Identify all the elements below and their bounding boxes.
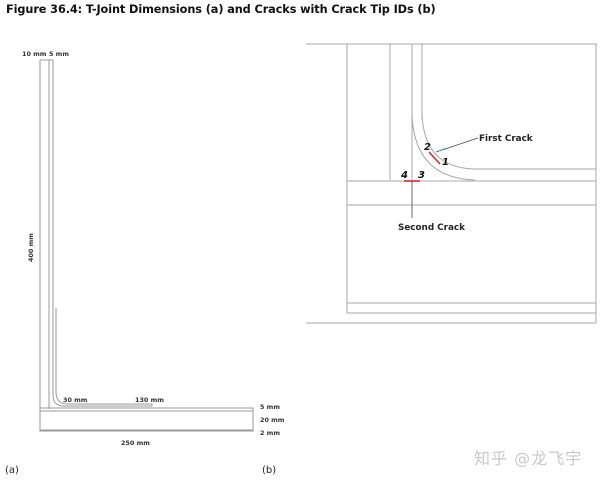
panel-b-label: (b) [262, 465, 277, 476]
dim-flange-attach: 5 mm [49, 50, 69, 58]
dim-foot-length: 130 mm [135, 396, 164, 404]
dim-fillet-radius: 30 mm [63, 396, 88, 404]
panel-a-label: (a) [5, 465, 19, 476]
first-crack-leader [435, 137, 479, 153]
dimension-labels: 10 mm 5 mm 400 mm 30 mm 130 mm 5 mm 20 m… [22, 50, 285, 447]
first-crack-line [428, 151, 441, 165]
t-joint-dimension-drawing [39, 59, 254, 432]
crack-tip-3: 3 [418, 170, 425, 181]
crack-detail-drawing [306, 43, 597, 324]
crack-tip-2: 2 [424, 142, 431, 153]
crack-tip-1: 1 [442, 157, 449, 168]
dim-width: 250 mm [121, 439, 150, 447]
figure-title: Figure 36.4: T-Joint Dimensions (a) and … [6, 3, 436, 16]
leader-lines [411, 137, 479, 218]
dim-height: 400 mm [27, 233, 35, 262]
crack-tip-4: 4 [400, 170, 408, 181]
first-crack-leader-tip [437, 147, 447, 152]
dim-bottom-layer: 2 mm [260, 429, 280, 437]
dim-web-thickness: 10 mm [22, 50, 47, 58]
second-crack-label: Second Crack [398, 223, 466, 233]
watermark: 知乎 @龙飞宇 [474, 449, 583, 468]
dim-top-layer: 5 mm [260, 403, 280, 411]
first-crack-label: First Crack [479, 134, 534, 144]
dim-base-thickness: 20 mm [260, 416, 285, 424]
